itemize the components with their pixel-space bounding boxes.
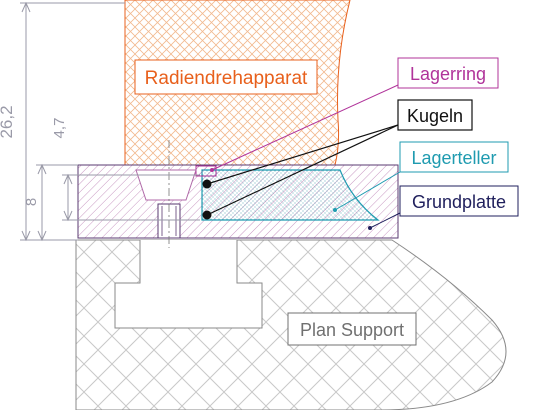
label-grundplatte: Grundplatte (399, 185, 519, 217)
label-plan-support: Plan Support (287, 312, 417, 346)
dimension-plate-text: 8 (23, 198, 40, 206)
dimension-plate (36, 163, 78, 242)
label-radiendrehapparat: Radiendrehapparat (134, 59, 318, 95)
label-kugeln-text: Kugeln (407, 106, 463, 126)
label-plan-support-text: Plan Support (300, 320, 404, 340)
label-kugeln: Kugeln (397, 99, 473, 131)
label-grundplatte-text: Grundplatte (412, 192, 506, 212)
leader-lagerteller (333, 171, 401, 212)
label-lagerteller: Lagerteller (399, 141, 509, 173)
center-bore (135, 140, 197, 248)
lagerteller-body (201, 169, 380, 221)
leader-lagerring (210, 84, 399, 172)
dimension-ball (62, 173, 200, 222)
dimension-ball-text: 4,7 (51, 118, 68, 139)
label-lagerring: Lagerring (397, 57, 499, 89)
label-radiendrehapparat-text: Radiendrehapparat (145, 68, 308, 89)
leader-grundplatte (368, 211, 403, 230)
label-lagerteller-text: Lagerteller (411, 148, 496, 168)
dimension-overall-text: 26,2 (0, 105, 16, 138)
leader-kugeln (206, 124, 399, 216)
label-lagerring-text: Lagerring (410, 64, 486, 84)
dimension-overall (20, 1, 125, 242)
